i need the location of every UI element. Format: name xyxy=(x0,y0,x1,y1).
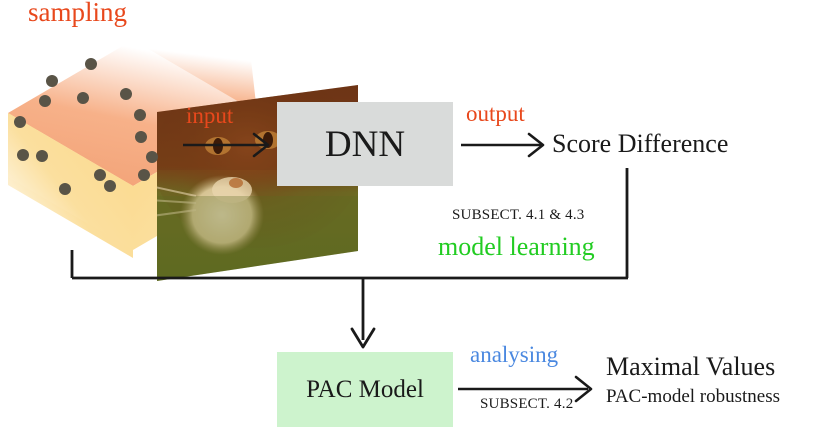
pac-model-box[interactable]: PAC Model xyxy=(277,352,453,427)
sampling-label: sampling xyxy=(28,0,127,27)
model-learning-label: model learning xyxy=(438,232,595,261)
output-edge-label: output xyxy=(466,101,525,126)
cube-left-body xyxy=(8,113,133,250)
pac-model-robustness-label: PAC-model robustness xyxy=(606,386,781,407)
cube-left-face-lower xyxy=(8,113,133,250)
input-edge-label: input xyxy=(186,103,234,128)
output-arrow xyxy=(461,132,545,158)
input-arrow xyxy=(183,132,270,158)
cube-sample-dots xyxy=(14,58,158,195)
cube-left-face xyxy=(8,113,133,258)
feedback-subsection-label: SUBSECT. 4.1 & 4.3 xyxy=(452,207,585,223)
dnn-box-label: DNN xyxy=(324,123,406,165)
pac-input-arrow xyxy=(350,278,376,349)
dnn-box[interactable]: DNN xyxy=(277,102,453,186)
pac-model-box-label: PAC Model xyxy=(306,375,424,403)
cube-right-face xyxy=(133,113,258,250)
maximal-values-label: Maximal Values xyxy=(606,352,776,381)
score-difference-label: Score Difference xyxy=(552,129,729,158)
analysing-edge-label: analysing xyxy=(470,342,559,367)
analysing-subsection-label: SUBSECT. 4.2 xyxy=(480,396,574,412)
